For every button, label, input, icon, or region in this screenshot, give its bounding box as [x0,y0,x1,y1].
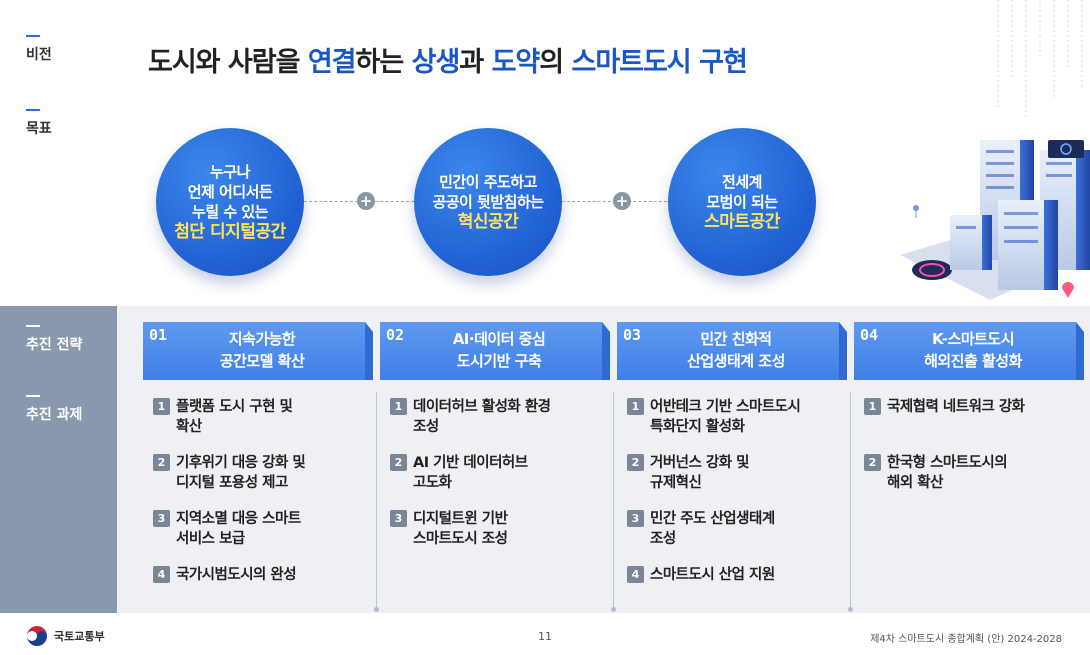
plus-icon: + [357,192,375,210]
label-goal: 목표 [26,109,52,138]
task-item: 1 국제협력 네트워크 강화 [864,397,1025,417]
label-strategy: 추진 전략 [26,325,82,354]
task-item: 4 국가시범도시의 완성 [153,565,297,585]
goal-circle-smart-space: 전세계 모범이 되는 스마트공간 [668,128,816,276]
task-number-badge: 3 [390,510,407,527]
left-label-panel [0,306,117,613]
plus-icon: + [613,192,631,210]
task-number-badge: 4 [153,566,170,583]
goal-circle-innovation-space: 민간이 주도하고 공공이 뒷받침하는 혁신공간 [414,128,562,276]
column-divider [848,392,853,612]
page-number: 11 [538,630,552,643]
task-number-badge: 2 [627,454,644,471]
task-number-badge: 4 [627,566,644,583]
task-number-badge: 1 [153,398,170,415]
goal-circle-digital-space: 누구나 언제 어디서든 누릴 수 있는 첨단 디지털공간 [156,128,304,276]
task-number-badge: 1 [864,398,881,415]
task-number-badge: 3 [627,510,644,527]
task-number-badge: 3 [153,510,170,527]
government-emblem-icon [26,625,48,647]
task-number-badge: 2 [390,454,407,471]
task-number-badge: 2 [153,454,170,471]
column-divider [611,392,616,612]
column-divider [374,392,379,612]
smart-city-illustration [900,0,1090,300]
task-number-badge: 2 [864,454,881,471]
label-tasks: 추진 과제 [26,395,82,424]
footer-document-title: 제4차 스마트도시 종합계획 (안) 2024-2028 [870,634,1062,645]
task-number-badge: 1 [627,398,644,415]
footer-organization: 국토교통부 [54,630,105,643]
task-item: 4 스마트도시 산업 지원 [627,565,775,585]
label-vision: 비전 [26,35,52,64]
task-number-badge: 1 [390,398,407,415]
vision-title: 도시와 사람을 연결하는 상생과 도약의 스마트도시 구현 [148,47,748,78]
